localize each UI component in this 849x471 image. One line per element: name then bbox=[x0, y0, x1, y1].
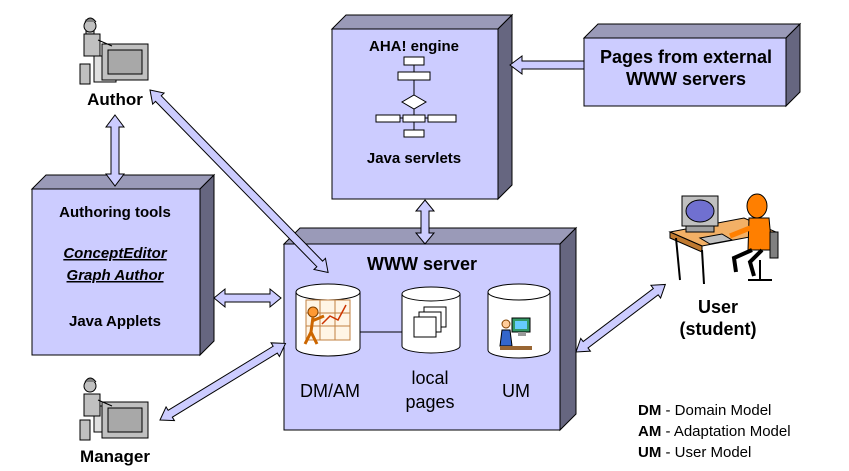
arrow-author-authoring bbox=[105, 114, 125, 187]
legend: DM - Domain Model AM - Adaptation Model … bbox=[638, 402, 791, 461]
local-pages-label-line1: local bbox=[411, 368, 448, 388]
engine-subtitle: Java servlets bbox=[367, 150, 461, 167]
arrow-engine-server bbox=[414, 199, 436, 245]
local-pages-label-line2: pages bbox=[405, 392, 454, 412]
external-pages-line1: Pages from external bbox=[600, 47, 772, 67]
flowchart-icon bbox=[375, 56, 457, 138]
authoring-tool-graphauthor: Graph Author bbox=[67, 267, 165, 284]
authoring-title: Authoring tools bbox=[59, 204, 171, 221]
arrow-author-server bbox=[149, 89, 329, 274]
arrow-authoring-server bbox=[213, 287, 282, 309]
legend-text-am: - Adaptation Model bbox=[661, 423, 790, 440]
authoring-tool-concepteditor: ConceptEditor bbox=[63, 245, 167, 262]
manager-label: Manager bbox=[80, 447, 150, 466]
authoring-tools-box bbox=[30, 173, 216, 357]
legend-item-dm: DM - Domain Model bbox=[638, 402, 771, 419]
user-label-line1: User bbox=[698, 297, 738, 317]
engine-title: AHA! engine bbox=[369, 38, 459, 55]
legend-text-dm: - Domain Model bbox=[661, 402, 771, 419]
server-title: WWW server bbox=[367, 254, 477, 274]
legend-abbr-am: AM bbox=[638, 423, 661, 440]
arrow-manager-server bbox=[159, 342, 287, 422]
user-at-computer-icon bbox=[499, 317, 532, 350]
author-person-at-computer-icon bbox=[79, 17, 149, 85]
authoring-footer: Java Applets bbox=[69, 313, 161, 330]
arrow-external-to-engine bbox=[509, 55, 585, 75]
legend-item-um: UM - User Model bbox=[638, 444, 751, 461]
legend-abbr-dm: DM bbox=[638, 402, 661, 419]
student-at-computer-icon bbox=[668, 193, 779, 285]
author-label: Author bbox=[87, 90, 143, 109]
um-label: UM bbox=[502, 381, 530, 401]
user-label-line2: (student) bbox=[680, 319, 757, 339]
stacked-pages-icon bbox=[413, 306, 447, 338]
external-pages-line2: WWW servers bbox=[626, 69, 746, 89]
dmam-label: DM/AM bbox=[300, 381, 360, 401]
manager-person-at-computer-icon bbox=[79, 377, 149, 441]
teacher-icon bbox=[303, 299, 351, 345]
legend-item-am: AM - Adaptation Model bbox=[638, 423, 791, 440]
legend-text-um: - User Model bbox=[661, 444, 751, 461]
external-pages-box bbox=[582, 22, 802, 108]
legend-abbr-um: UM bbox=[638, 444, 661, 461]
arrow-user-server bbox=[575, 283, 667, 353]
